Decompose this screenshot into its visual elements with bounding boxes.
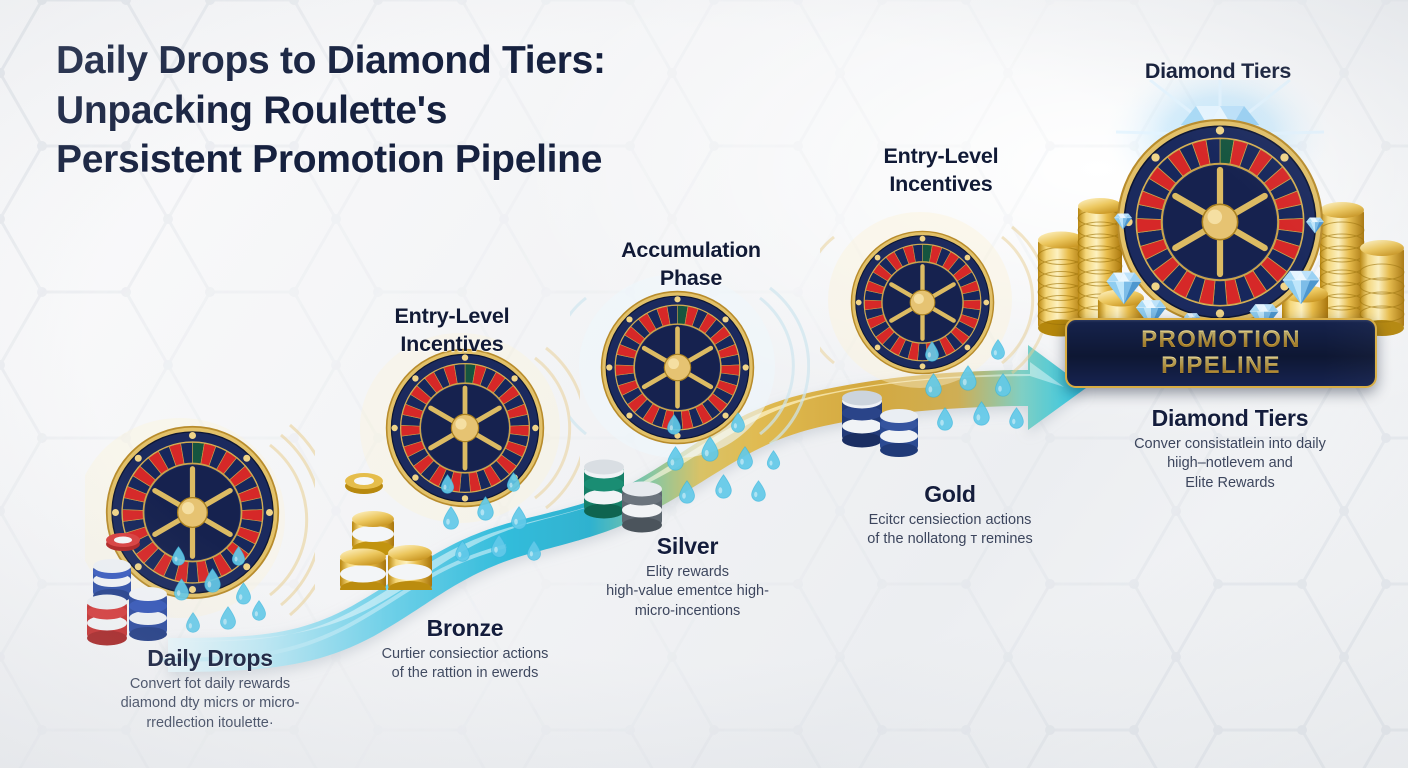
callout-entry-level-incentives-left: Entry-Level Incentives xyxy=(352,303,552,358)
caption-sub-line: of the nollatong т remines xyxy=(867,531,1033,548)
caption-subtitle: Convert fot daily rewards diamond dty mi… xyxy=(60,675,360,733)
chip-stack-daily xyxy=(87,533,167,646)
callout-line-2: Phase xyxy=(659,265,723,290)
caption-sub-line: high-value ementce high- xyxy=(606,583,769,600)
caption-subtitle: Curtier consiectior actions of the ratti… xyxy=(320,645,610,684)
caption-subtitle: Elity rewards high-value ementce high- m… xyxy=(560,563,815,621)
stage-gold-graphic xyxy=(820,212,1050,457)
callout-line-1: Accumulation xyxy=(621,238,761,262)
caption-sub-line: hiigh–notlevem and xyxy=(1167,455,1293,472)
caption-sub-line: Convert fot daily rewards xyxy=(129,676,291,692)
caption-title: Gold xyxy=(924,481,976,507)
caption-diamond-tiers: Diamond Tiers Conver consistatlein into … xyxy=(1080,405,1380,493)
stage-silver-graphic xyxy=(570,274,810,533)
callout-line-2: Incentives xyxy=(400,331,504,356)
callout-line-1: Entry-Level xyxy=(394,304,510,328)
caption-title: Silver xyxy=(656,533,719,559)
caption-sub-line: Elity rewards xyxy=(646,564,729,580)
caption-sub-line: diamond dty micrs or micro- xyxy=(120,695,300,712)
title-line-1: Daily Drops to Diamond Tiers: xyxy=(56,39,606,82)
caption-subtitle: Conver consistatlein into daily hiigh–no… xyxy=(1080,435,1380,493)
caption-sub-line: Curtier consiectior actions xyxy=(381,646,549,662)
page-title: Daily Drops to Diamond Tiers: Unpacking … xyxy=(56,36,756,185)
stage-daily-drops-graphic xyxy=(85,418,315,646)
chip-stack-bronze xyxy=(340,473,432,590)
banner-line-2: PIPELINE xyxy=(1161,352,1281,379)
callout-entry-level-incentives-right: Entry-Level Incentives xyxy=(838,143,1044,198)
caption-sub-line: Ecitcr censiection actions xyxy=(868,512,1032,528)
chip-stack-silver xyxy=(584,459,662,533)
chip-stack-gold xyxy=(842,390,918,457)
caption-title: Bronze xyxy=(426,615,504,641)
caption-sub-line: Conver consistatlein into daily xyxy=(1134,436,1326,452)
caption-daily-drops: Daily Drops Convert fot daily rewards di… xyxy=(60,645,360,733)
promotion-pipeline-banner: PROMOTION PIPELINE xyxy=(1065,318,1377,388)
callout-line-1: Diamond Tiers xyxy=(1144,59,1292,83)
banner-line-1: PROMOTION xyxy=(1141,326,1301,354)
title-line-3: Persistent Promotion Pipeline xyxy=(56,138,603,182)
callout-accumulation-phase: Accumulation Phase xyxy=(586,237,796,292)
caption-title: Diamond Tiers xyxy=(1151,405,1309,431)
title-line-2: Unpacking Roulette's xyxy=(56,88,448,132)
stage-diamond-tiers-graphic xyxy=(1037,80,1405,347)
caption-subtitle: Ecitcr censiection actions of the nollat… xyxy=(815,511,1085,550)
callout-line-2: Incentives xyxy=(889,171,993,196)
caption-silver: Silver Elity rewards high-value ementce … xyxy=(560,533,815,621)
stage-bronze-graphic xyxy=(340,333,580,590)
caption-sub-line: of the rattion in ewerds xyxy=(391,665,539,682)
caption-gold: Gold Ecitcr censiection actions of the n… xyxy=(815,481,1085,550)
caption-sub-line: Elite Rewards xyxy=(1185,474,1275,491)
callout-diamond-tiers-top: Diamond Tiers xyxy=(1108,58,1328,86)
caption-sub-line: rredlection itoulette· xyxy=(146,714,274,731)
callout-line-1: Entry-Level xyxy=(883,144,999,168)
caption-sub-line: micro-incentions xyxy=(634,602,741,619)
caption-bronze: Bronze Curtier consiectior actions of th… xyxy=(320,615,610,684)
caption-title: Daily Drops xyxy=(147,645,273,671)
